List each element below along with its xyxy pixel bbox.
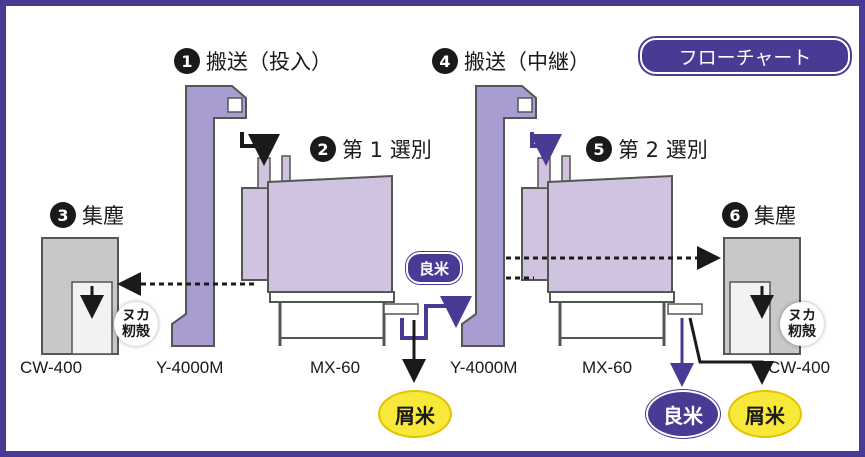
good-rice-tag-small: 良米 bbox=[406, 252, 462, 284]
sorter-left bbox=[241, 155, 419, 346]
waste-rice-bubble-left: 屑米 bbox=[378, 390, 452, 438]
step-4-label: 搬送（中継） bbox=[464, 50, 590, 74]
step-3-number: 3 bbox=[50, 202, 76, 228]
machine-label-elevator-left: Y-4000M bbox=[156, 358, 224, 377]
step-2-number: 2 bbox=[310, 136, 336, 162]
sorter-right bbox=[521, 155, 703, 346]
machine-label-elevator-right: Y-4000M bbox=[450, 358, 518, 377]
step-6: 6 集塵 bbox=[722, 200, 796, 230]
machine-label-cw-left: CW-400 bbox=[20, 358, 83, 377]
step-4: 4 搬送（中継） bbox=[432, 46, 590, 76]
step-5: 5 第 2 選別 bbox=[586, 134, 708, 164]
flow-arrows bbox=[117, 132, 774, 387]
flowchart-tag: フローチャート bbox=[640, 38, 850, 74]
step-3: 3 集塵 bbox=[50, 200, 124, 230]
machine-label-sorter-left: MX-60 bbox=[310, 358, 361, 377]
dust-collector-right bbox=[723, 237, 801, 355]
step-1-number: 1 bbox=[174, 48, 200, 74]
step-5-number: 5 bbox=[586, 136, 612, 162]
machine-label-sorter-right: MX-60 bbox=[582, 358, 633, 377]
dust-left-line2: 籾殻 bbox=[122, 324, 150, 340]
step-6-label: 集塵 bbox=[754, 204, 796, 228]
step-1-label: 搬送（投入） bbox=[206, 50, 332, 74]
flow-illustration bbox=[41, 85, 801, 387]
dust-bubble-left: ヌカ 籾殻 bbox=[114, 302, 158, 346]
good-rice-bubble: 良米 bbox=[646, 390, 720, 438]
step-2-label: 第 1 選別 bbox=[342, 138, 432, 162]
dust-right-line1: ヌカ bbox=[788, 308, 816, 324]
step-6-number: 6 bbox=[722, 202, 748, 228]
step-2: 2 第 1 選別 bbox=[310, 134, 432, 164]
dust-left-line1: ヌカ bbox=[122, 308, 150, 324]
step-1: 1 搬送（投入） bbox=[174, 46, 332, 76]
step-4-number: 4 bbox=[432, 48, 458, 74]
elevator-left bbox=[171, 85, 247, 347]
step-3-label: 集塵 bbox=[82, 204, 124, 228]
machine-label-cw-right: CW-400 bbox=[768, 358, 831, 377]
dust-right-line2: 籾殻 bbox=[788, 324, 816, 340]
dust-bubble-right: ヌカ 籾殻 bbox=[780, 302, 824, 346]
waste-rice-bubble-right: 屑米 bbox=[728, 390, 802, 438]
step-5-label: 第 2 選別 bbox=[618, 138, 708, 162]
dust-collector-left bbox=[41, 237, 119, 355]
